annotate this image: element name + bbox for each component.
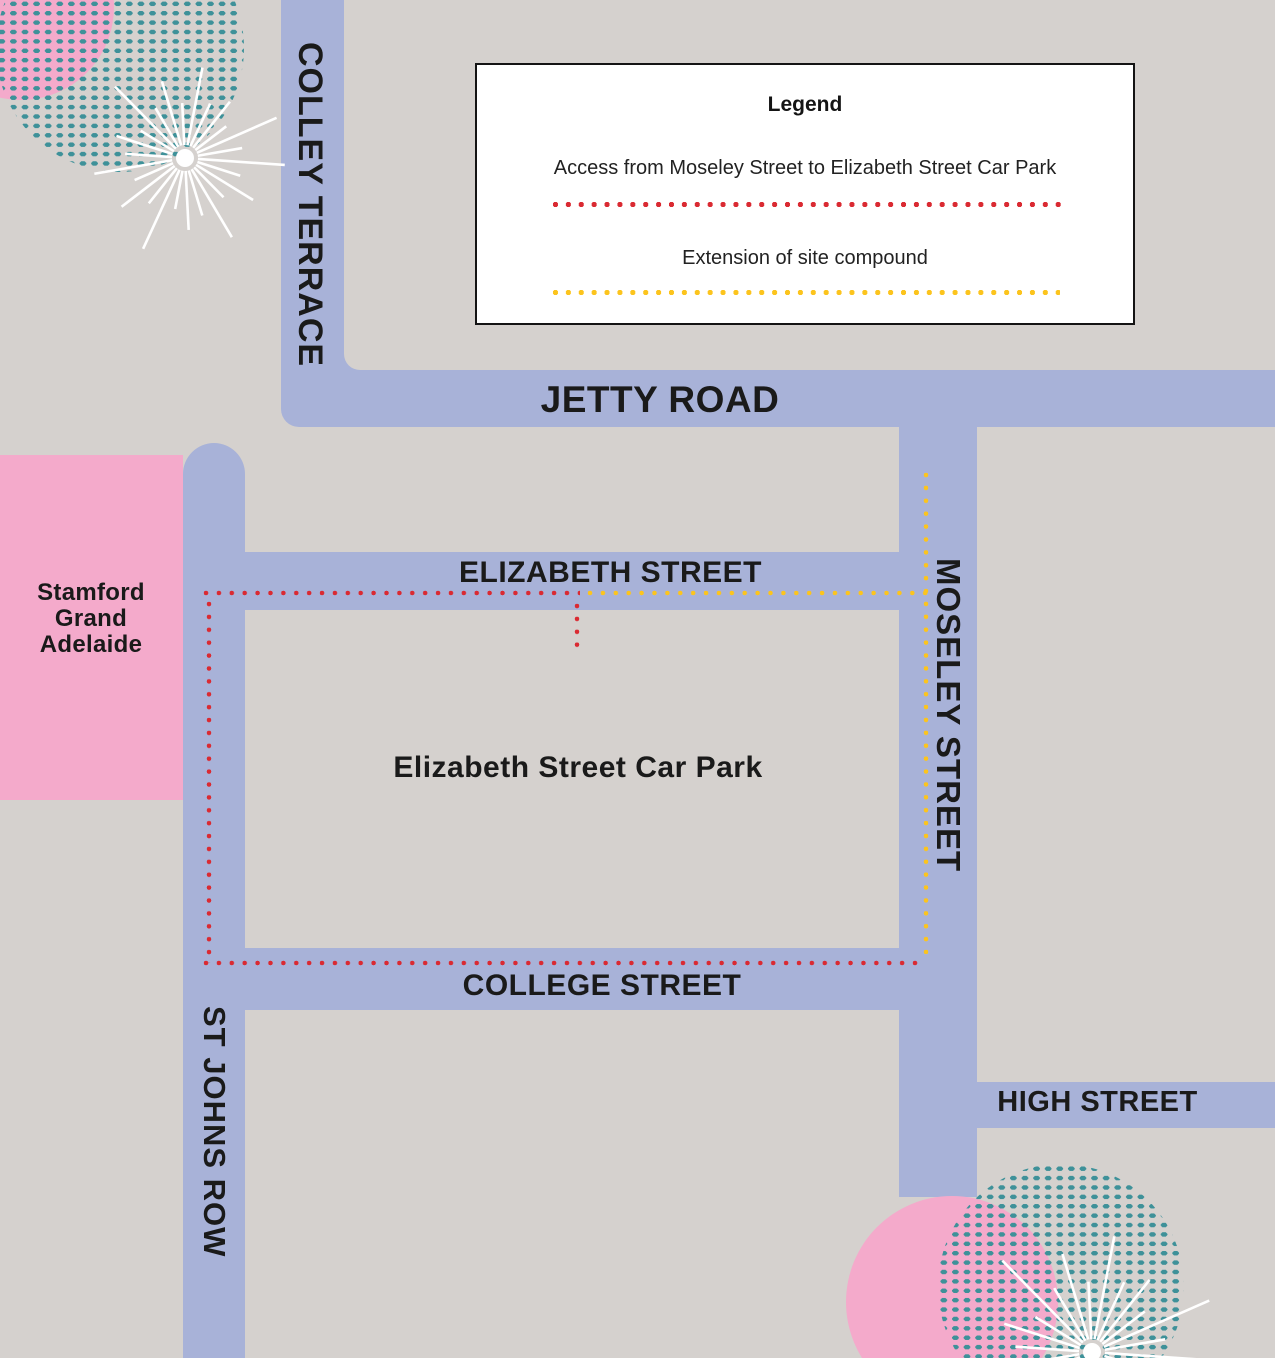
legend-box: Legend Access from Moseley Street to Eli… [475,63,1135,325]
street-label-elizabeth-street: ELIZABETH STREET [459,556,763,589]
route-access-red-elizabeth-segment [203,590,580,596]
route-compound-yellow-moseley-segment [923,472,929,954]
route-access-red-carpark-entry-stub [574,603,580,655]
street-label-colley-terrace: COLLEY TERRACE [291,42,329,368]
street-label-jetty-road: JETTY ROAD [540,379,780,420]
stamford-line-1: Stamford [37,579,145,606]
road-high-street [977,1082,1275,1128]
street-label-st-johns-row: ST JOHNS ROW [197,1006,232,1258]
street-label-high-street: HIGH STREET [997,1086,1198,1118]
building-stamford-grand-adelaide [0,455,183,800]
route-compound-yellow-elizabeth-segment [587,590,930,596]
decor-starburst-top-left [94,67,285,250]
street-label-college-street: COLLEGE STREET [462,969,742,1002]
legend-access-red-dotted-line [552,201,1062,208]
legend-compound-yellow-dotted-line [552,289,1060,296]
decor-dotted-circle-bottom-right [938,1164,1184,1358]
legend-item-compound-label: Extension of site compound [682,247,928,269]
street-label-moseley-street: MOSELEY STREET [930,558,967,873]
road-college-street [183,948,977,1010]
legend-item-access-label: Access from Moseley Street to Elizabeth … [553,157,1057,179]
stamford-line-2: Grand [54,605,128,632]
road-elizabeth-street [183,552,899,610]
road-jetty-road [281,370,1275,427]
route-access-red-west-segment [206,601,212,963]
road-moseley-street [899,427,977,1197]
place-label-elizabeth-street-car-park: Elizabeth Street Car Park [393,751,763,784]
road-colley-terrace [281,0,344,406]
place-label-stamford-grand-adelaide: Stamford Grand Adelaide [0,580,182,658]
decor-starburst-bottom-right [1001,1236,1210,1358]
stamford-line-3: Adelaide [39,631,143,658]
route-access-red-college-segment [203,960,921,966]
legend-title: Legend [767,93,843,116]
